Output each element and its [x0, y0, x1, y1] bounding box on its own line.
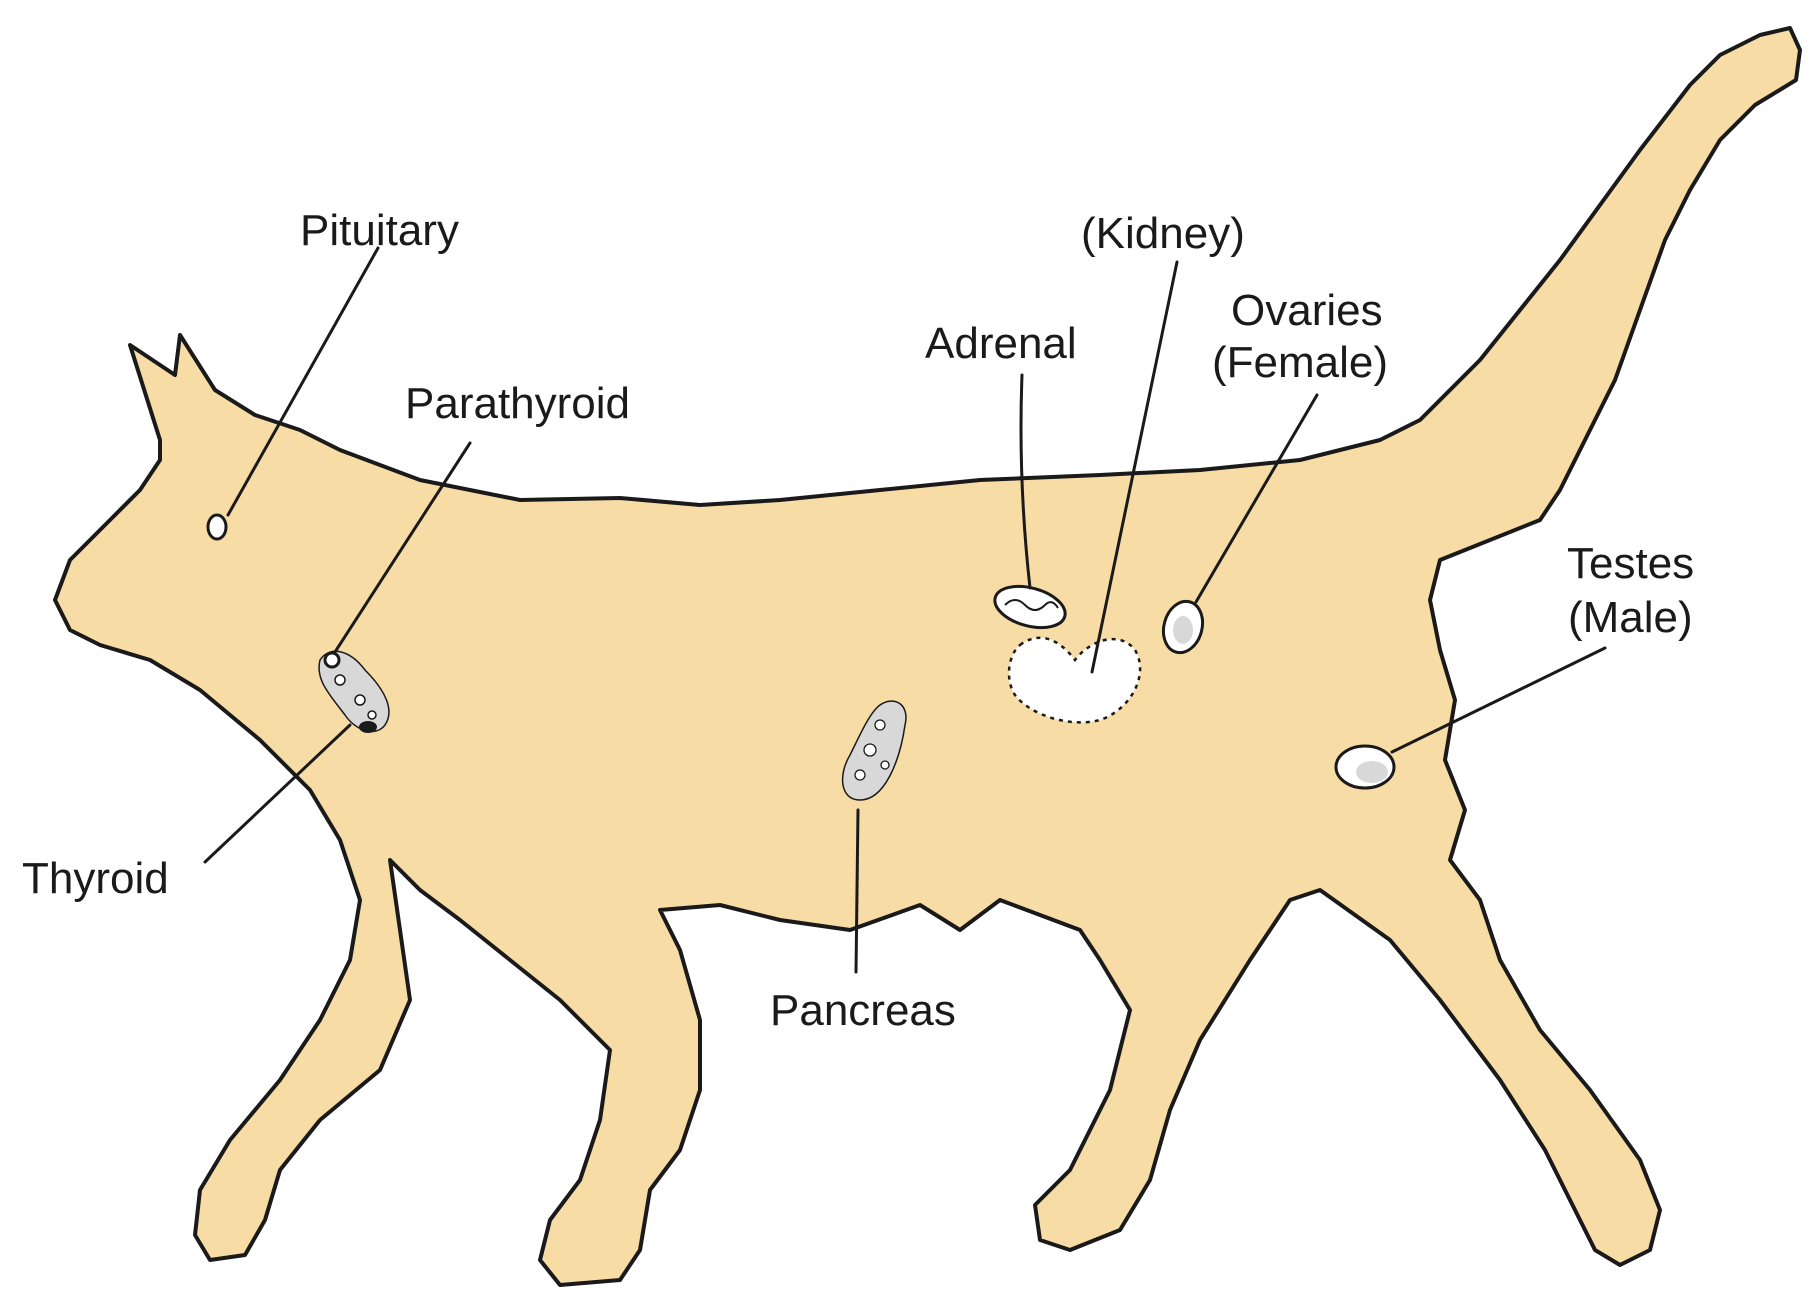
- ovaries-label-line1: Ovaries: [1231, 286, 1383, 335]
- thyroid-label: Thyroid: [22, 854, 169, 903]
- pancreas-leader: [856, 810, 858, 972]
- pituitary-gland: [208, 515, 226, 539]
- pancreas-label: Pancreas: [770, 986, 956, 1035]
- testes-label-line1: Testes: [1567, 539, 1694, 588]
- ovaries-label-line2: (Female): [1212, 338, 1388, 387]
- kidney-label: (Kidney): [1081, 209, 1245, 258]
- parathyroid-gland: [325, 653, 339, 667]
- parathyroid-label: Parathyroid: [405, 379, 630, 428]
- pituitary-label: Pituitary: [300, 206, 459, 255]
- testes-label-line2: (Male): [1568, 593, 1693, 642]
- adrenal-label: Adrenal: [925, 319, 1077, 368]
